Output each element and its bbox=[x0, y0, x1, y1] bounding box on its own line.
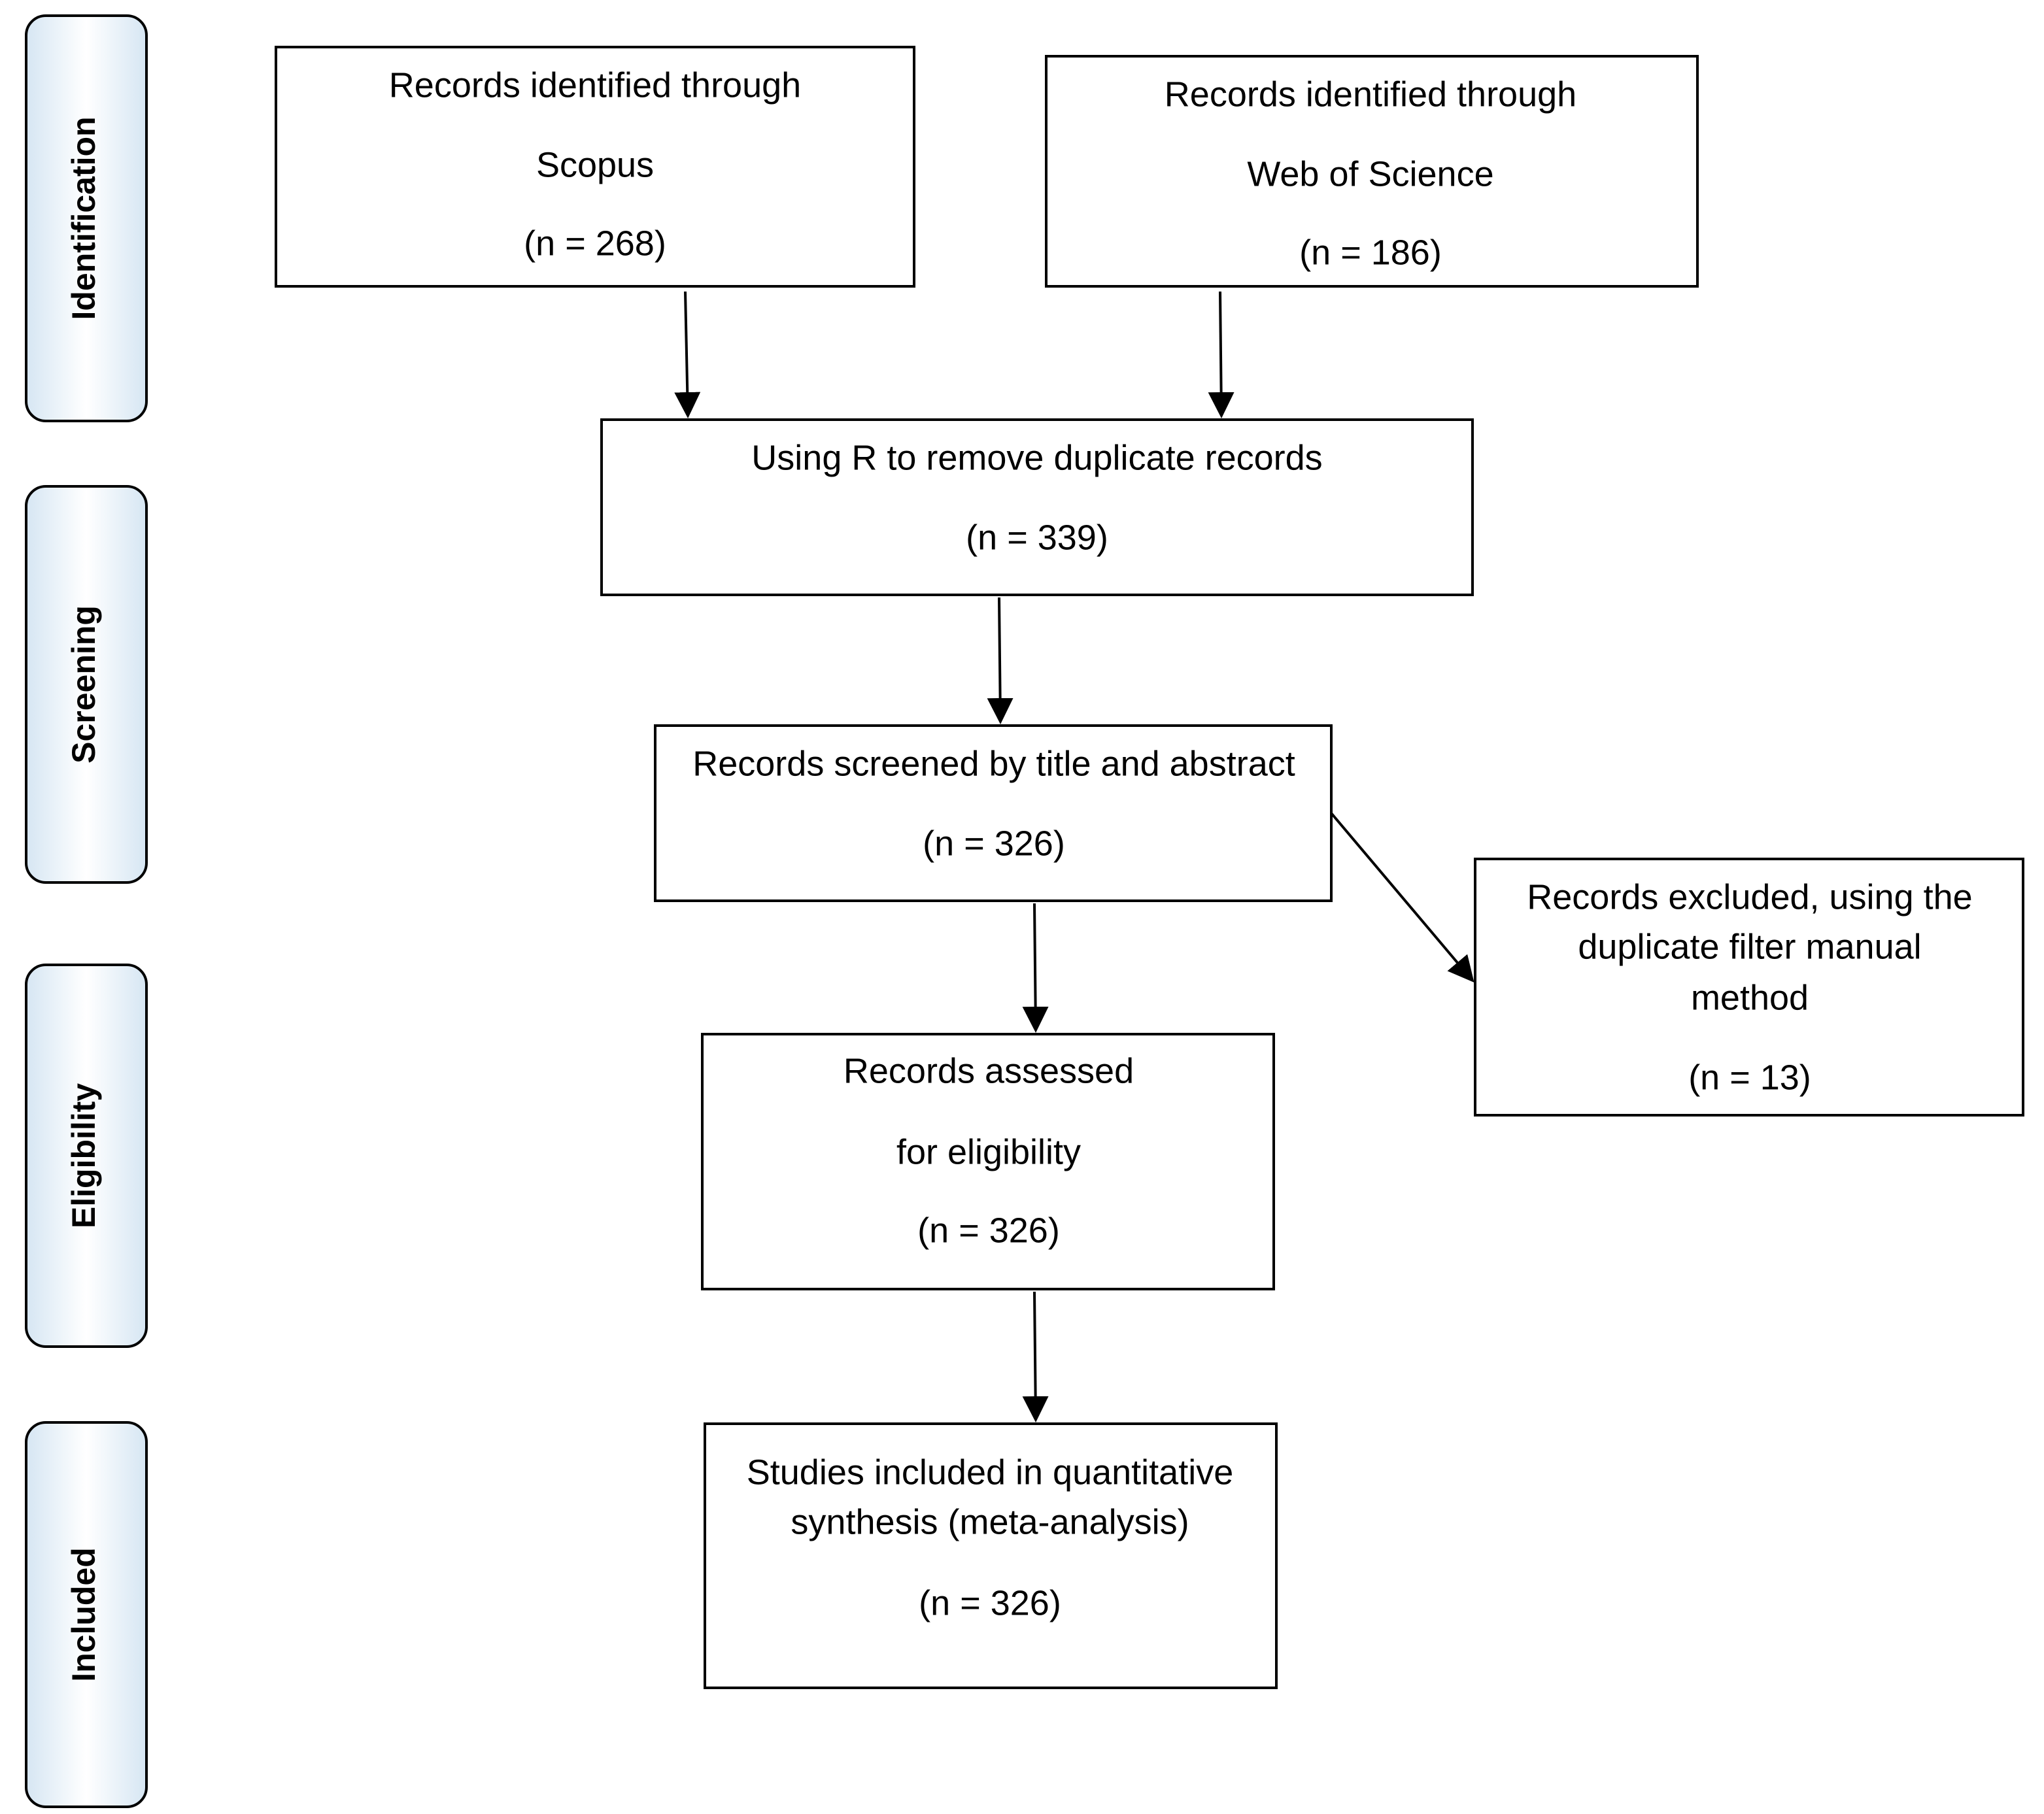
arrow-screened-to-excluded bbox=[1330, 812, 1474, 983]
box-records-screened: Records screened by title and abstract (… bbox=[654, 724, 1333, 902]
phase-screening: Screening bbox=[25, 485, 148, 884]
box-duplicate-removal: Using R to remove duplicate records (n =… bbox=[600, 418, 1474, 596]
box-scopus-records: Records identified through Scopus (n = 2… bbox=[275, 46, 915, 288]
box-excluded-line-2: duplicate filter manual bbox=[1578, 927, 1921, 966]
box-excluded-line-1: Records excluded, using the bbox=[1527, 877, 1972, 916]
box-eligibility-count: (n = 326) bbox=[917, 1211, 1060, 1250]
phase-included: Included bbox=[25, 1421, 148, 1808]
box-scopus-count: (n = 268) bbox=[524, 224, 666, 263]
arrow-wos-to-dedup bbox=[1208, 291, 1235, 418]
arrow-scopus-to-dedup bbox=[674, 291, 701, 418]
box-scopus-line-2: Scopus bbox=[536, 145, 654, 184]
arrow-screened-to-eligibility bbox=[1022, 903, 1049, 1033]
box-scopus-line-1: Records identified through bbox=[389, 65, 801, 105]
box-wos-line-1: Records identified through bbox=[1165, 75, 1576, 114]
phase-eligibility-label: Eligibility bbox=[65, 1083, 102, 1228]
box-included-count: (n = 326) bbox=[919, 1583, 1061, 1622]
box-wos-count: (n = 186) bbox=[1299, 233, 1442, 272]
box-included-line-2: synthesis (meta-analysis) bbox=[791, 1502, 1189, 1541]
phase-screening-label: Screening bbox=[65, 605, 102, 764]
phase-identification-label: Identification bbox=[65, 116, 102, 320]
phase-eligibility: Eligibility bbox=[25, 964, 148, 1348]
box-dedup-count: (n = 339) bbox=[966, 518, 1108, 557]
box-wos-records: Records identified through Web of Scienc… bbox=[1045, 55, 1699, 288]
box-screened-line-1: Records screened by title and abstract bbox=[692, 744, 1295, 783]
arrow-eligibility-to-included bbox=[1022, 1291, 1049, 1422]
box-excluded-line-3: method bbox=[1691, 978, 1809, 1017]
box-eligibility-assessment: Records assessed for eligibility (n = 32… bbox=[701, 1033, 1275, 1290]
phase-included-label: Included bbox=[65, 1547, 102, 1682]
box-eligibility-line-2: for eligibility bbox=[896, 1132, 1081, 1171]
box-dedup-line-1: Using R to remove duplicate records bbox=[751, 438, 1322, 477]
phase-identification: Identification bbox=[25, 14, 148, 422]
box-included-line-1: Studies included in quantitative bbox=[747, 1453, 1234, 1492]
box-screened-count: (n = 326) bbox=[923, 824, 1065, 863]
arrow-dedup-to-screened bbox=[987, 597, 1013, 724]
box-wos-line-2: Web of Science bbox=[1247, 154, 1493, 193]
box-records-excluded: Records excluded, using the duplicate fi… bbox=[1474, 858, 2024, 1117]
box-studies-included: Studies included in quantitative synthes… bbox=[704, 1422, 1278, 1689]
box-eligibility-line-1: Records assessed bbox=[843, 1051, 1134, 1090]
box-excluded-count: (n = 13) bbox=[1688, 1058, 1811, 1097]
